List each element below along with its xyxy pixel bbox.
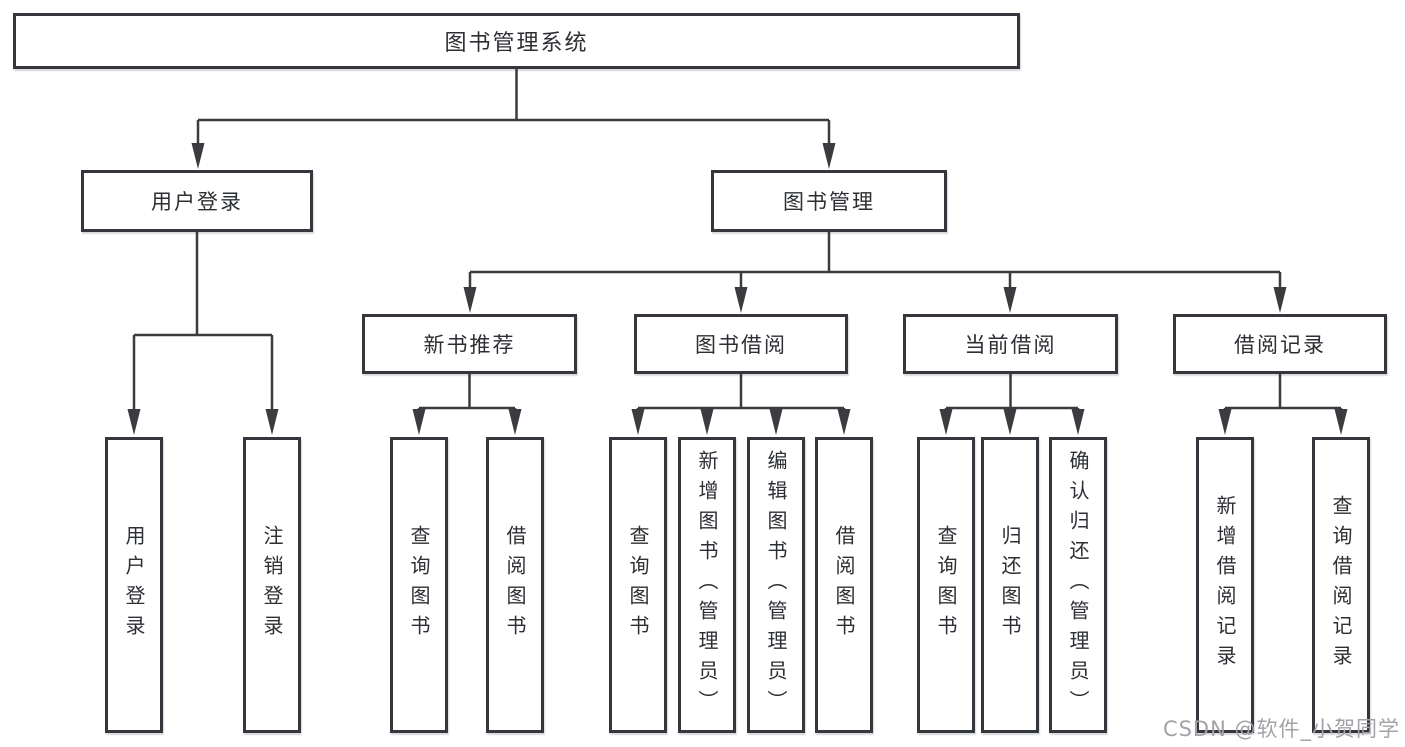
watermark: CSDN @软件_小贺同学 [1162,717,1400,741]
arrowhead-down-icon [463,287,477,313]
leaf-add-book-admin: 新增图书（管理员） [678,437,736,733]
arrowhead-down-icon [1218,409,1232,435]
arrowhead-down-icon [939,409,953,435]
leaf-borrow-books-recommend: 借阅图书 [486,437,544,733]
arrowhead-down-icon [822,143,836,169]
arrowhead-down-icon [1003,409,1017,435]
arrowhead-down-icon [1334,409,1348,435]
leaf-add-borrow-record: 新增借阅记录 [1196,437,1254,733]
node-new-book-recommend: 新书推荐 [362,314,577,374]
arrowhead-down-icon [127,409,141,435]
leaf-return-books: 归还图书 [981,437,1039,733]
leaf-user-login: 用户登录 [105,437,163,733]
arrowhead-down-icon [265,409,279,435]
leaf-query-borrow-record: 查询借阅记录 [1312,437,1370,733]
arrowhead-down-icon [631,409,645,435]
arrowhead-down-icon [412,409,426,435]
arrowhead-down-icon [837,409,851,435]
leaf-borrow-books-borrowing: 借阅图书 [815,437,873,733]
arrowhead-down-icon [508,409,522,435]
leaf-confirm-return-admin: 确认归还（管理员） [1049,437,1107,733]
leaf-edit-book-admin: 编辑图书（管理员） [747,437,805,733]
node-user-login: 用户登录 [81,170,313,232]
leaf-query-books-current: 查询图书 [917,437,975,733]
arrowhead-down-icon [700,409,714,435]
arrowhead-down-icon [1071,409,1085,435]
arrowhead-down-icon [1273,287,1287,313]
node-book-borrowing: 图书借阅 [634,314,848,374]
node-book-management: 图书管理 [711,170,947,232]
arrowhead-down-icon [191,143,205,169]
node-book-management-system: 图书管理系统 [13,13,1020,69]
arrowhead-down-icon [734,287,748,313]
leaf-query-books-recommend: 查询图书 [390,437,448,733]
leaf-query-books-borrowing: 查询图书 [609,437,667,733]
arrowhead-down-icon [1003,287,1017,313]
leaf-logout: 注销登录 [243,437,301,733]
node-borrowing-records: 借阅记录 [1173,314,1387,374]
arrowhead-down-icon [769,409,783,435]
node-current-borrowing: 当前借阅 [903,314,1118,374]
